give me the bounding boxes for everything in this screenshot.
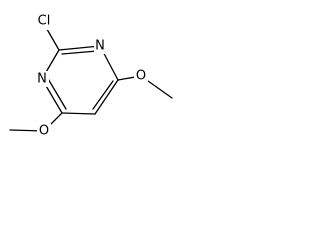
bond-c4-c5-inner — [92, 80, 114, 110]
bond-c4-c5 — [94, 79, 119, 115]
atom-labels: Cl N N O O — [34, 14, 148, 139]
atom-label-oxygen-right: O — [136, 69, 146, 84]
atom-label-oxygen-bottom: O — [39, 124, 49, 139]
atom-label-nitrogen-left: N — [37, 72, 47, 87]
bond-c2-n3 — [58, 45, 101, 51]
atom-label-chlorine: Cl — [38, 14, 51, 29]
bond-c2-n3-inner — [61, 50, 98, 55]
atom-label-nitrogen-top: N — [95, 39, 105, 54]
chemical-structure-diagram: Cl N N O O — [9, 14, 173, 139]
bond-c5-c6 — [61, 112, 96, 115]
bond-c6-n1-inner — [46, 76, 67, 110]
